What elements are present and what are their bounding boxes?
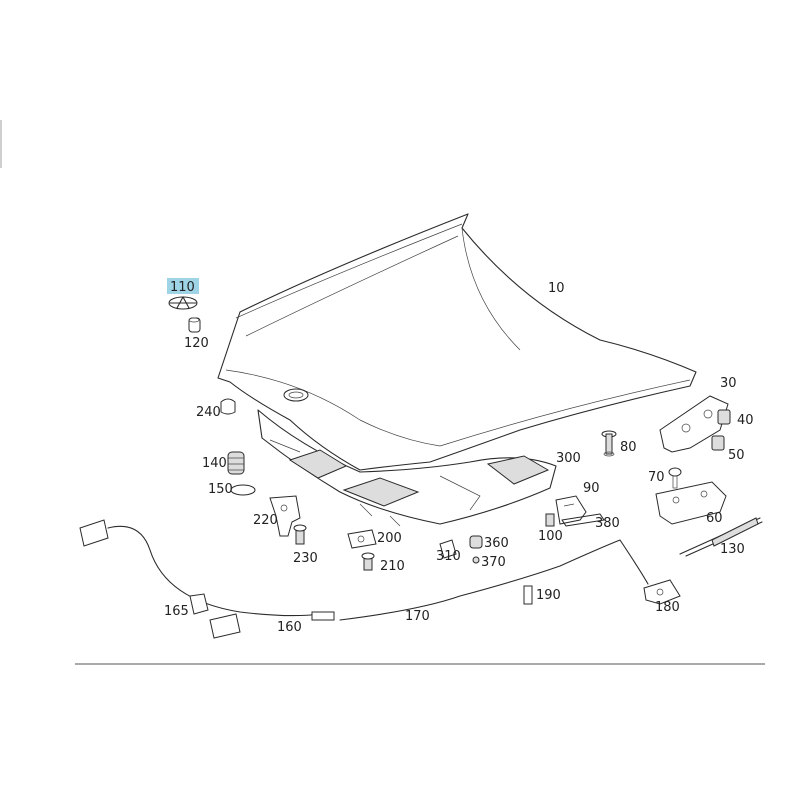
callout-130: 130 [720, 542, 745, 557]
callout-240: 240 [196, 405, 221, 420]
bolt-100 [545, 513, 555, 527]
hinge-30 [659, 395, 729, 453]
release-cable [107, 525, 649, 621]
callout-300: 300 [556, 451, 581, 466]
nut-50 [711, 435, 725, 451]
seal-380 [561, 513, 605, 527]
catch-pin-80 [601, 430, 617, 457]
nut-40 [717, 409, 731, 425]
hood-panel [217, 213, 697, 471]
callout-110: 110 [170, 280, 195, 295]
clip-310 [439, 539, 457, 559]
bracket-200 [347, 529, 377, 549]
callout-170: 170 [405, 609, 430, 624]
page-edge-mark [0, 120, 2, 168]
callout-220: 220 [253, 513, 278, 528]
callout-90: 90 [583, 481, 600, 496]
grommet-360 [469, 535, 483, 549]
callout-40: 40 [737, 413, 754, 428]
bolt-230 [293, 524, 307, 545]
hood-inner-frame [257, 409, 557, 527]
callout-210: 210 [380, 559, 405, 574]
lock-bracket-90 [555, 495, 587, 525]
callout-160: 160 [277, 620, 302, 635]
striker-bracket-60 [655, 481, 727, 525]
callout-370: 370 [481, 555, 506, 570]
star-emblem [168, 296, 198, 310]
buffer-140 [227, 451, 245, 475]
hood-lock-180 [643, 579, 681, 605]
callout-70: 70 [648, 470, 665, 485]
rubber-buffer-240 [220, 398, 236, 415]
callout-200: 200 [377, 531, 402, 546]
highlight-110 [167, 278, 199, 294]
callout-190: 190 [536, 588, 561, 603]
callout-10: 10 [548, 281, 565, 296]
callout-310: 310 [436, 549, 461, 564]
grommet-120 [188, 317, 201, 333]
cable-end-left [79, 519, 109, 547]
release-handle-165 [189, 593, 209, 615]
hinge-220 [269, 495, 301, 537]
callout-180: 180 [655, 600, 680, 615]
cable-clip-190 [523, 585, 533, 605]
callout-140: 140 [202, 456, 227, 471]
callout-150: 150 [208, 482, 233, 497]
callout-80: 80 [620, 440, 637, 455]
seal-ring-150 [230, 484, 256, 496]
callout-230: 230 [293, 551, 318, 566]
callout-60: 60 [706, 511, 723, 526]
release-lever [209, 613, 241, 639]
callout-50: 50 [728, 448, 745, 463]
callout-100: 100 [538, 529, 563, 544]
callout-380: 380 [595, 516, 620, 531]
striker-70 [668, 467, 682, 489]
callout-120: 120 [184, 336, 209, 351]
bolt-210 [361, 552, 375, 571]
gas-strut-130 [679, 517, 763, 557]
callout-165: 165 [164, 604, 189, 619]
callout-360: 360 [484, 536, 509, 551]
clip-370 [472, 556, 480, 564]
callout-30: 30 [720, 376, 737, 391]
